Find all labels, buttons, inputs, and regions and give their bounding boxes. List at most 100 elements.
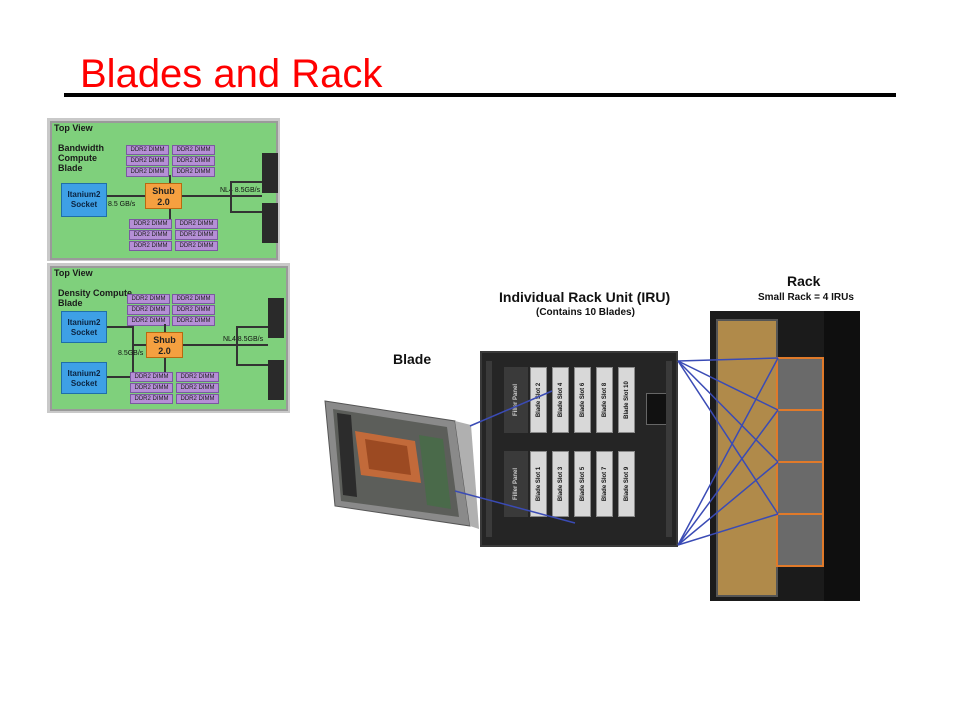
shub-label: 2.0 xyxy=(158,346,171,356)
shub-label: 2.0 xyxy=(157,197,170,207)
bus-line xyxy=(236,326,268,328)
rack-iru-highlight xyxy=(776,461,824,515)
bus-line xyxy=(169,209,171,219)
dimm-module: DDR2 DIMM xyxy=(175,219,218,229)
dimm-module: DDR2 DIMM xyxy=(129,219,172,229)
bus-line xyxy=(107,326,132,328)
blade-slot: Blade Slot 4 xyxy=(552,367,569,433)
blade-slot: Blade Slot 8 xyxy=(596,367,613,433)
slide-title: Blades and Rack xyxy=(80,52,383,96)
dimm-module: DDR2 DIMM xyxy=(176,372,219,382)
blade-type-label: Blade xyxy=(58,163,83,173)
blade-slot: Blade Slot 10 xyxy=(618,367,635,433)
blade-slot: Blade Slot 9 xyxy=(618,451,635,517)
rack-iru-highlight xyxy=(776,409,824,463)
blade-type-label: Bandwidth xyxy=(58,143,104,153)
blade-type-label: Blade xyxy=(58,298,83,308)
dimm-module: DDR2 DIMM xyxy=(126,156,169,166)
shub-chip: Shub 2.0 xyxy=(145,183,182,209)
blade-photo xyxy=(324,400,479,529)
dimm-module: DDR2 DIMM xyxy=(175,230,218,240)
top-view-heading: Top View xyxy=(54,123,93,133)
connector-block xyxy=(262,153,278,193)
bus-line xyxy=(132,326,134,378)
iru-rail xyxy=(666,361,672,537)
shub-label: Shub xyxy=(152,186,175,196)
blade-type-label: Compute xyxy=(58,153,97,163)
link-speed-label: NL4 8.5GB/s xyxy=(220,187,261,194)
link-speed-label: NL4 8.5GB/s xyxy=(223,336,264,343)
socket-label: Itanium2 xyxy=(67,190,101,199)
dimm-module: DDR2 DIMM xyxy=(172,156,215,166)
iru-rail xyxy=(486,361,492,537)
dimm-module: DDR2 DIMM xyxy=(172,316,215,326)
blade-slot: Blade Slot 7 xyxy=(596,451,613,517)
shub-label: Shub xyxy=(153,335,176,345)
rack-iru-highlight xyxy=(776,357,824,411)
dimm-module: DDR2 DIMM xyxy=(126,167,169,177)
socket-label: Itanium2 xyxy=(67,369,101,378)
dimm-module: DDR2 DIMM xyxy=(127,294,170,304)
bus-line xyxy=(182,195,262,197)
socket-label: Socket xyxy=(70,328,98,337)
bus-line xyxy=(132,344,146,346)
blade-slot: Blade Slot 6 xyxy=(574,367,591,433)
bus-line xyxy=(169,175,171,183)
rack-title: Rack xyxy=(787,273,821,289)
dimm-module: DDR2 DIMM xyxy=(176,383,219,393)
top-view-density-panel: Top View Density Compute Blade DDR2 DIMM… xyxy=(50,266,288,411)
itanium-socket: Itanium2 Socket xyxy=(61,311,107,343)
connector-block xyxy=(268,360,284,400)
dimm-module: DDR2 DIMM xyxy=(130,372,173,382)
bus-line xyxy=(164,358,166,372)
title-underline xyxy=(64,93,896,97)
bus-line xyxy=(236,364,268,366)
filler-panel: Filler Panel xyxy=(504,367,528,433)
link-speed-label: 8.5GB/s xyxy=(118,350,144,357)
filler-panel: Filler Panel xyxy=(504,451,528,517)
dimm-module: DDR2 DIMM xyxy=(172,294,215,304)
iru-subtitle: (Contains 10 Blades) xyxy=(536,307,635,318)
bus-line xyxy=(107,376,132,378)
dimm-module: DDR2 DIMM xyxy=(129,241,172,251)
itanium-socket: Itanium2 Socket xyxy=(61,183,107,217)
bus-line xyxy=(230,181,232,213)
rack-side-panel xyxy=(824,311,860,601)
dimm-module: DDR2 DIMM xyxy=(176,394,219,404)
bus-line xyxy=(230,181,262,183)
rack-cabinet xyxy=(710,311,860,601)
dimm-module: DDR2 DIMM xyxy=(172,145,215,155)
dimm-module: DDR2 DIMM xyxy=(126,145,169,155)
blade-type-label: Density Compute xyxy=(58,288,133,298)
top-view-bandwidth-panel: Top View Bandwidth Compute Blade DDR2 DI… xyxy=(50,121,278,260)
bus-line xyxy=(164,324,166,332)
blade-label: Blade xyxy=(393,351,432,367)
iru-title: Individual Rack Unit (IRU) xyxy=(499,289,671,305)
rack-iru-highlight xyxy=(776,513,824,567)
dimm-module: DDR2 DIMM xyxy=(172,167,215,177)
dimm-module: DDR2 DIMM xyxy=(130,383,173,393)
blade-slot: Blade Slot 3 xyxy=(552,451,569,517)
socket-label: Itanium2 xyxy=(67,318,101,327)
rack-subtitle: Small Rack = 4 IRUs xyxy=(758,292,854,303)
iru-chassis: Filler Panel Blade Slot 2 Blade Slot 4 B… xyxy=(480,351,678,547)
itanium-socket: Itanium2 Socket xyxy=(61,362,107,394)
connection-lines xyxy=(454,357,779,546)
connector-block xyxy=(262,203,278,243)
dimm-module: DDR2 DIMM xyxy=(127,316,170,326)
blade-slot: Blade Slot 5 xyxy=(574,451,591,517)
dimm-module: DDR2 DIMM xyxy=(127,305,170,315)
socket-label: Socket xyxy=(70,379,98,388)
link-speed-label: 8.5 GB/s xyxy=(108,201,136,208)
socket-label: Socket xyxy=(70,200,98,209)
bus-line xyxy=(183,344,268,346)
bus-line xyxy=(107,195,145,197)
blade-iru-rack-figure: Individual Rack Unit (IRU) (Contains 10 … xyxy=(300,261,878,613)
dimm-module: DDR2 DIMM xyxy=(175,241,218,251)
top-view-heading: Top View xyxy=(54,268,93,278)
connector-block xyxy=(268,298,284,338)
dimm-module: DDR2 DIMM xyxy=(172,305,215,315)
bus-line xyxy=(230,211,262,213)
shub-chip: Shub 2.0 xyxy=(146,332,183,358)
bus-line xyxy=(236,326,238,366)
